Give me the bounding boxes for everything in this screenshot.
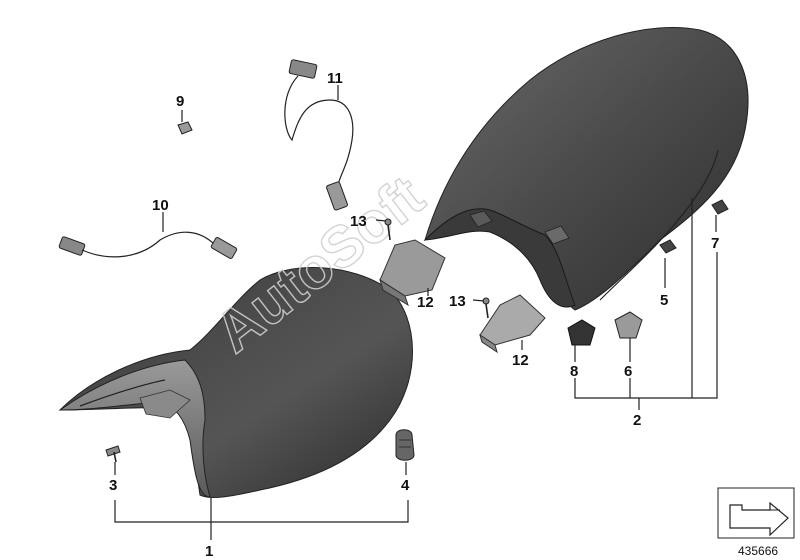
part-13a-screw xyxy=(384,218,392,241)
callout-10: 10 xyxy=(152,197,169,214)
callout-8: 8 xyxy=(570,363,578,380)
part-8-block xyxy=(567,319,596,346)
wiring-harness-10 xyxy=(58,231,238,259)
leader-lines xyxy=(114,85,718,540)
callout-3: 3 xyxy=(109,477,117,494)
passenger-seat xyxy=(423,27,749,311)
part-7-rubber-buffer xyxy=(711,199,729,215)
wiring-harness-11 xyxy=(284,59,354,211)
reference-number: 435666 xyxy=(738,544,778,558)
part-12b-bracket xyxy=(479,294,546,354)
callout-12a: 12 xyxy=(417,294,434,311)
callout-6: 6 xyxy=(624,363,632,380)
callout-7: 7 xyxy=(711,235,719,252)
rider-seat xyxy=(58,267,413,498)
callout-13a: 13 xyxy=(350,213,367,230)
part-3-screw xyxy=(105,445,121,463)
callout-5: 5 xyxy=(660,292,668,309)
callout-4: 4 xyxy=(401,477,410,494)
callout-2: 2 xyxy=(633,412,641,429)
arrow-symbol-icon xyxy=(729,501,789,537)
part-12a-bracket xyxy=(379,239,446,307)
reference-box: 435666 xyxy=(717,487,795,558)
callout-9: 9 xyxy=(176,93,184,110)
part-4-rubber-buffer xyxy=(395,429,415,461)
callout-11: 11 xyxy=(327,70,343,87)
callout-12b: 12 xyxy=(512,352,529,369)
callout-labels: 9 11 10 13 12 13 12 5 7 8 6 2 3 4 1 xyxy=(109,70,719,560)
part-5-rubber-buffer xyxy=(659,239,677,254)
callout-13b: 13 xyxy=(449,293,466,310)
callout-1: 1 xyxy=(205,543,213,560)
part-6-clip xyxy=(614,311,643,339)
part-9-clip xyxy=(177,121,193,135)
